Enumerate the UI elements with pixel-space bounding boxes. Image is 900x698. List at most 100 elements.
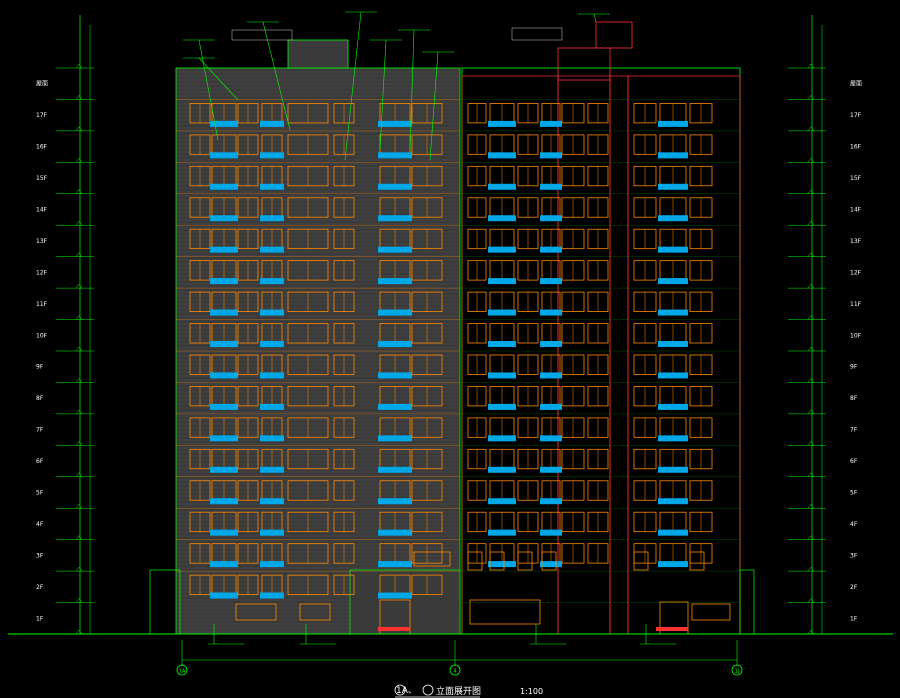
floor-label: 16F [36,144,48,151]
drawing-scale: 1:100 [520,687,543,696]
level-marker [75,126,83,132]
balcony-glass-panel [210,403,238,410]
balcony-glass-panel [488,120,516,127]
balcony-glass-panel [210,498,238,505]
balcony-glass-panel [378,278,412,285]
drawing-title: 立面展开图 [436,685,481,697]
callout-leader [344,11,362,161]
level-marker [75,472,83,477]
floor-label: 3F [36,552,44,559]
floor-label: 8F [850,395,858,402]
balcony-glass-panel [378,466,412,473]
level-marker [75,63,83,69]
balcony-glass-panel [378,246,412,253]
axis-markers: 1A 4 1J [176,640,743,676]
balcony-glass-panel [658,498,688,505]
level-marker [75,566,83,572]
floor-label: 6F [850,458,858,465]
podium-window [413,551,451,567]
balcony-glass-panel [210,278,238,285]
entrance-steps [378,627,410,631]
balcony-glass-panel [210,309,238,316]
floor-label: 4F [850,521,858,528]
floor-label: 15F [36,175,48,182]
floor-label: 屋面 [36,81,48,88]
floor-label: 4F [36,521,44,528]
balcony-glass-panel [488,215,516,222]
level-marker [75,440,83,446]
floor-label: 17F [850,112,862,119]
balcony-glass-panel [210,246,238,253]
axis-label-4: 4 [453,669,456,675]
balcony-glass-panel [260,215,284,222]
floor-label: 12F [36,269,48,276]
level-marker [807,252,815,257]
ground-window [691,603,731,621]
balcony-glass-panel [540,278,562,285]
balcony-glass-panel [658,372,688,379]
balcony-glass-panel [658,152,688,159]
balcony-glass-panel [378,120,412,127]
balcony-glass-panel [658,529,688,536]
balcony-glass-panel [540,529,562,536]
level-marker [75,629,83,635]
level-marker [807,157,815,163]
balcony-glass-panel [210,529,238,536]
floor-label: 14F [850,207,862,214]
balcony-glass-panel [658,561,688,568]
leader-annotations [183,11,676,645]
balcony-glass-panel [488,278,516,285]
floor-label: 屋面 [850,81,862,88]
roof-stair-core [557,47,611,81]
level-marker [807,598,815,603]
balcony-glass-panel [378,372,412,379]
balcony-glass-panel [658,309,688,316]
floor-label: 13F [36,238,48,245]
balcony-glass-panel [658,341,688,347]
balcony-glass-panel [540,561,562,568]
balcony-glass-panel [210,215,238,222]
level-marker [75,95,83,100]
balcony-glass-panel [378,498,412,505]
balcony-glass-panel [260,341,284,347]
level-marker [807,472,815,477]
balcony-glass-panel [658,183,688,190]
axis-circle-1J [731,664,743,676]
balcony-glass-panel [540,246,562,253]
balcony-glass-panel [488,529,516,536]
floor-label: 13F [850,238,862,245]
balcony-glass-panel [658,466,688,473]
balcony-glass-panel [488,498,516,505]
floor-label: 11F [850,301,862,308]
level-marker [807,566,815,572]
balcony-glass-panel [378,309,412,316]
floor-label: 11F [36,301,48,308]
balcony-glass-panel [488,152,516,159]
balcony-glass-panel [260,152,284,159]
level-marker [807,315,815,320]
roof-stair-core [287,39,349,69]
drawing-title-block: 1A、 立面展开图 1:100 [394,684,543,698]
level-marker [807,63,815,69]
balcony-glass-panel [540,183,562,190]
callout-leader [429,51,439,161]
level-marker [807,189,815,194]
brick-tower-elevation [149,29,461,635]
balcony-glass-panel [488,372,516,379]
balcony-glass-panel [488,246,516,253]
level-marker [807,409,815,415]
balcony-glass-panel [540,498,562,505]
balcony-glass-panel [488,435,516,442]
balcony-glass-panel [488,403,516,410]
level-marker [75,378,83,383]
balcony-glass-panel [658,215,688,222]
balcony-glass-panel [540,435,562,442]
ground-window [235,603,277,621]
balcony-glass-panel [378,592,412,599]
level-marker [75,346,83,352]
floor-label: 1F [850,615,858,622]
balcony-glass-panel [488,309,516,316]
level-marker [807,95,815,100]
ground-window-band [469,599,541,625]
title-prefix: 1A、 [396,686,417,696]
